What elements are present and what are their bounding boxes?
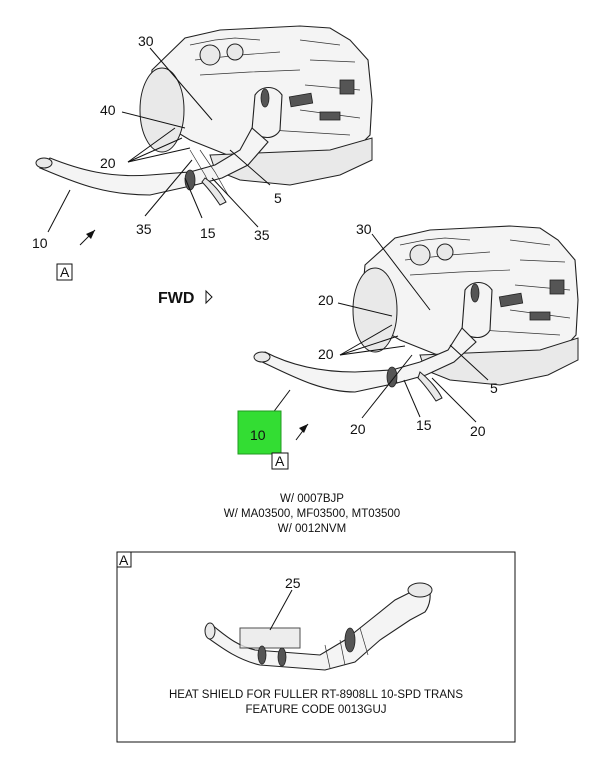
upper-callouts: 30 40 20 5 10 35 15 35 A xyxy=(32,33,282,281)
callout-30: 30 xyxy=(356,221,372,237)
note-line-2: W/ MA03500, MF03500, MT03500 xyxy=(224,508,400,520)
callout-25: 25 xyxy=(285,575,301,591)
upper-engine-assembly xyxy=(35,25,373,206)
callout-20-lower-left: 20 xyxy=(350,421,366,437)
callout-15: 15 xyxy=(416,417,432,433)
callout-35-left: 35 xyxy=(136,221,152,237)
callout-30: 30 xyxy=(138,33,154,49)
detail-caption-line-2: FEATURE CODE 0013GUJ xyxy=(245,704,386,716)
view-a-box xyxy=(56,263,73,281)
callout-40: 40 xyxy=(100,102,116,118)
detail-caption-line-1: HEAT SHIELD FOR FULLER RT-8908LL 10-SPD … xyxy=(169,689,463,701)
lower-leader-lines xyxy=(265,233,489,441)
lower-callouts: 30 20 20 5 10 20 15 20 A xyxy=(237,221,498,470)
detail-label-box xyxy=(116,551,132,568)
view-a-label: A xyxy=(60,264,70,280)
callout-5: 5 xyxy=(490,380,498,396)
view-a-label: A xyxy=(275,453,285,469)
callout-20-top: 20 xyxy=(318,292,334,308)
detail-view-a: A 25 HEAT SHIELD FOR FULLER RT-8908LL 10… xyxy=(116,551,516,743)
callout-10: 10 xyxy=(250,427,266,443)
view-a-box xyxy=(271,452,289,470)
callout-10: 10 xyxy=(32,235,48,251)
fwd-arrow-icon xyxy=(205,289,213,305)
highlight-box xyxy=(237,410,282,455)
lower-engine-assembly xyxy=(253,225,579,402)
callout-20: 20 xyxy=(100,155,116,171)
callout-20-mid: 20 xyxy=(318,346,334,362)
callout-15: 15 xyxy=(200,225,216,241)
callout-35-right: 35 xyxy=(254,227,270,243)
fwd-label: FWD xyxy=(158,290,194,307)
detail-frame xyxy=(116,551,516,743)
upper-leader-lines xyxy=(47,47,271,246)
leader-25 xyxy=(269,589,293,631)
note-line-3: W/ 0012NVM xyxy=(278,523,346,535)
fwd-indicator: FWD xyxy=(158,289,213,307)
note-line-1: W/ 0007BJP xyxy=(280,493,344,505)
callout-20-lower-right: 20 xyxy=(470,423,486,439)
callout-5: 5 xyxy=(274,190,282,206)
detail-label: A xyxy=(119,552,129,568)
applicability-notes: W/ 0007BJP W/ MA03500, MF03500, MT03500 … xyxy=(224,493,400,535)
